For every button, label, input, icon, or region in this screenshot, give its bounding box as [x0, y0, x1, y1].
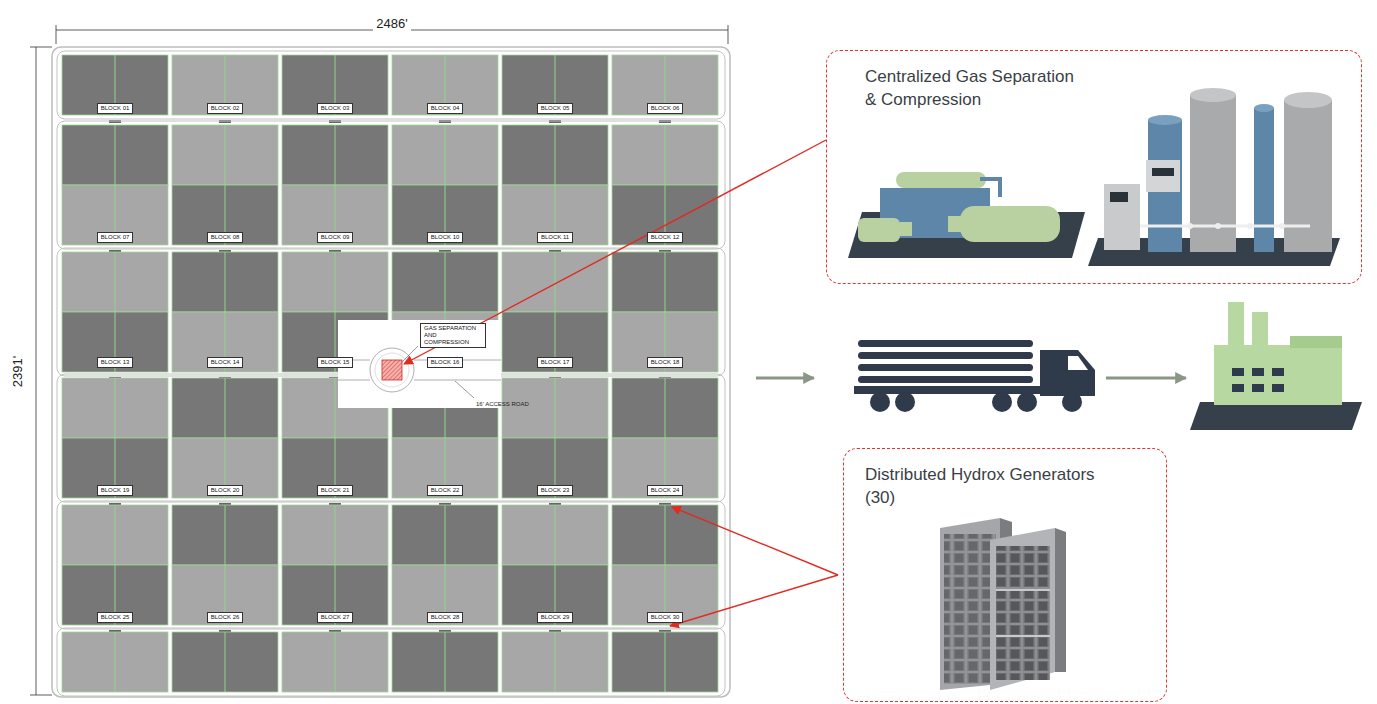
label-text: BLOCK 19: [101, 487, 130, 494]
gas-separation-pad: [338, 320, 501, 408]
label-text: BLOCK 13: [101, 359, 130, 366]
block-label: BLOCK 26: [207, 612, 244, 623]
hydrox-generator-illustration: [940, 518, 1066, 690]
dimension-label: 2391': [11, 352, 26, 389]
dimension-label: 2486': [373, 16, 410, 31]
separation-tanks-illustration: [1088, 88, 1340, 266]
label-text: BLOCK 07: [101, 234, 130, 241]
factory-illustration: [1190, 302, 1362, 430]
block-label: BLOCK 03: [317, 103, 354, 114]
block-label: BLOCK 17: [537, 357, 574, 368]
block-label: BLOCK 04: [427, 103, 464, 114]
block-label: BLOCK 07: [97, 232, 134, 243]
block-label: BLOCK 02: [207, 103, 244, 114]
label-text: BLOCK 18: [651, 359, 680, 366]
block-label: BLOCK 09: [317, 232, 354, 243]
callout-title: Centralized Gas Separation & Compression: [865, 65, 1075, 111]
block-label: BLOCK 06: [647, 103, 684, 114]
label-text: BLOCK 03: [321, 105, 350, 112]
block-label: BLOCK 29: [537, 612, 574, 623]
site-boundary: [52, 47, 730, 697]
label-text: BLOCK 16: [431, 359, 460, 366]
label-text: BLOCK 17: [541, 359, 570, 366]
compressor-illustration: [848, 172, 1085, 258]
callout-box: Centralized Gas Separation & Compression: [826, 50, 1362, 284]
block-label: BLOCK 30: [647, 612, 684, 623]
label-text: BLOCK 30: [651, 614, 680, 621]
block-label: BLOCK 14: [207, 357, 244, 368]
block-label: BLOCK 16: [427, 357, 464, 368]
block-label: BLOCK 01: [97, 103, 134, 114]
label-text: BLOCK 04: [431, 105, 460, 112]
label-text: BLOCK 20: [211, 487, 240, 494]
label-text: BLOCK 29: [541, 614, 570, 621]
truck-illustration: [854, 340, 1095, 412]
block-label: BLOCK 05: [537, 103, 574, 114]
block-label: BLOCK 10: [427, 232, 464, 243]
block-label: BLOCK 12: [647, 232, 684, 243]
label-text: BLOCK 28: [431, 614, 460, 621]
label-text: BLOCK 11: [541, 234, 569, 241]
label-text: GAS SEPARATION AND COMPRESSION: [424, 325, 482, 346]
label-text: BLOCK 12: [651, 234, 680, 241]
block-label: BLOCK 24: [647, 485, 684, 496]
label-text: BLOCK 09: [321, 234, 350, 241]
label-text: BLOCK 26: [211, 614, 240, 621]
block-label: BLOCK 18: [647, 357, 684, 368]
label-text: BLOCK 08: [211, 234, 240, 241]
block-label: BLOCK 11: [537, 232, 573, 243]
block-label: BLOCK 28: [427, 612, 464, 623]
label-text: BLOCK 21: [321, 487, 350, 494]
dimension-line: [30, 25, 728, 695]
road-label: 16' ACCESS ROAD: [476, 401, 529, 407]
block-label: BLOCK 25: [97, 612, 134, 623]
label-text: BLOCK 06: [651, 105, 680, 112]
label-text: BLOCK 05: [541, 105, 570, 112]
label-text: BLOCK 02: [211, 105, 240, 112]
label-text: BLOCK 15: [321, 359, 350, 366]
label-text: BLOCK 24: [651, 487, 680, 494]
block-label: BLOCK 20: [207, 485, 244, 496]
block-label: BLOCK 22: [427, 485, 464, 496]
block-label: BLOCK 21: [317, 485, 354, 496]
block-label: BLOCK 13: [97, 357, 134, 368]
label-text: BLOCK 23: [541, 487, 570, 494]
label-text: BLOCK 22: [431, 487, 460, 494]
label-text: BLOCK 10: [431, 234, 460, 241]
facility-label: GAS SEPARATION AND COMPRESSION: [420, 323, 486, 348]
block-label: BLOCK 08: [207, 232, 244, 243]
label-text: BLOCK 14: [211, 359, 240, 366]
label-text: BLOCK 27: [321, 614, 350, 621]
callout-arrow: [404, 140, 838, 626]
label-text: BLOCK 25: [101, 614, 130, 621]
site-plan: [57, 51, 725, 696]
block-label: BLOCK 19: [97, 485, 134, 496]
block-label: BLOCK 23: [537, 485, 574, 496]
block-label: BLOCK 27: [317, 612, 354, 623]
block-label: BLOCK 15: [317, 357, 354, 368]
callout-title: Distributed Hydrox Generators (30): [865, 463, 1127, 509]
callout-box: Distributed Hydrox Generators (30): [843, 448, 1167, 702]
label-text: BLOCK 01: [101, 105, 130, 112]
